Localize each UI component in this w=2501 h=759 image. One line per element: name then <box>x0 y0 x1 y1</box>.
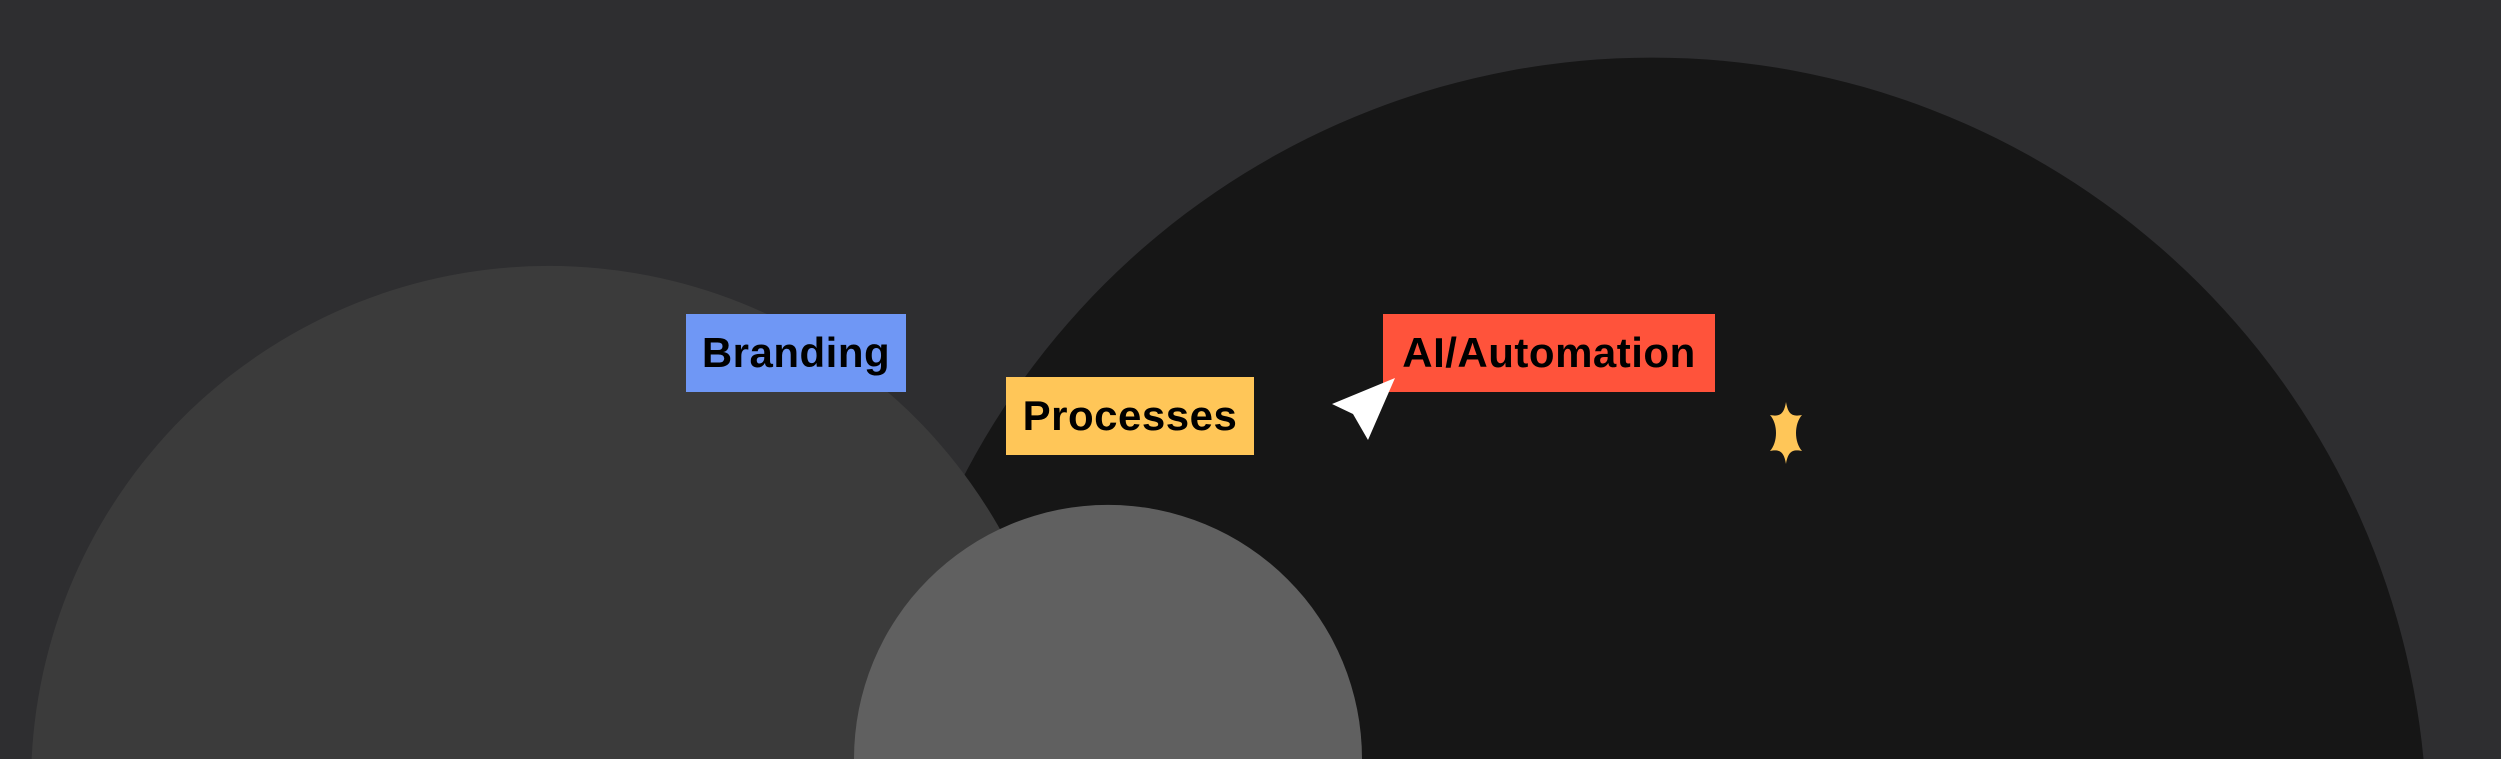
cursor-arrow-icon <box>1332 378 1395 440</box>
small-gray-circle <box>854 504 1362 759</box>
sparkle-star-icon <box>1770 402 1802 464</box>
ai-automation-tag: AI/Automation <box>1383 314 1715 392</box>
processes-label: Processes <box>1022 392 1238 439</box>
branding-label: Branding <box>701 329 891 376</box>
processes-tag: Processes <box>1006 377 1254 455</box>
branding-tag: Branding <box>686 314 906 392</box>
ai-automation-label: AI/Automation <box>1402 329 1696 376</box>
